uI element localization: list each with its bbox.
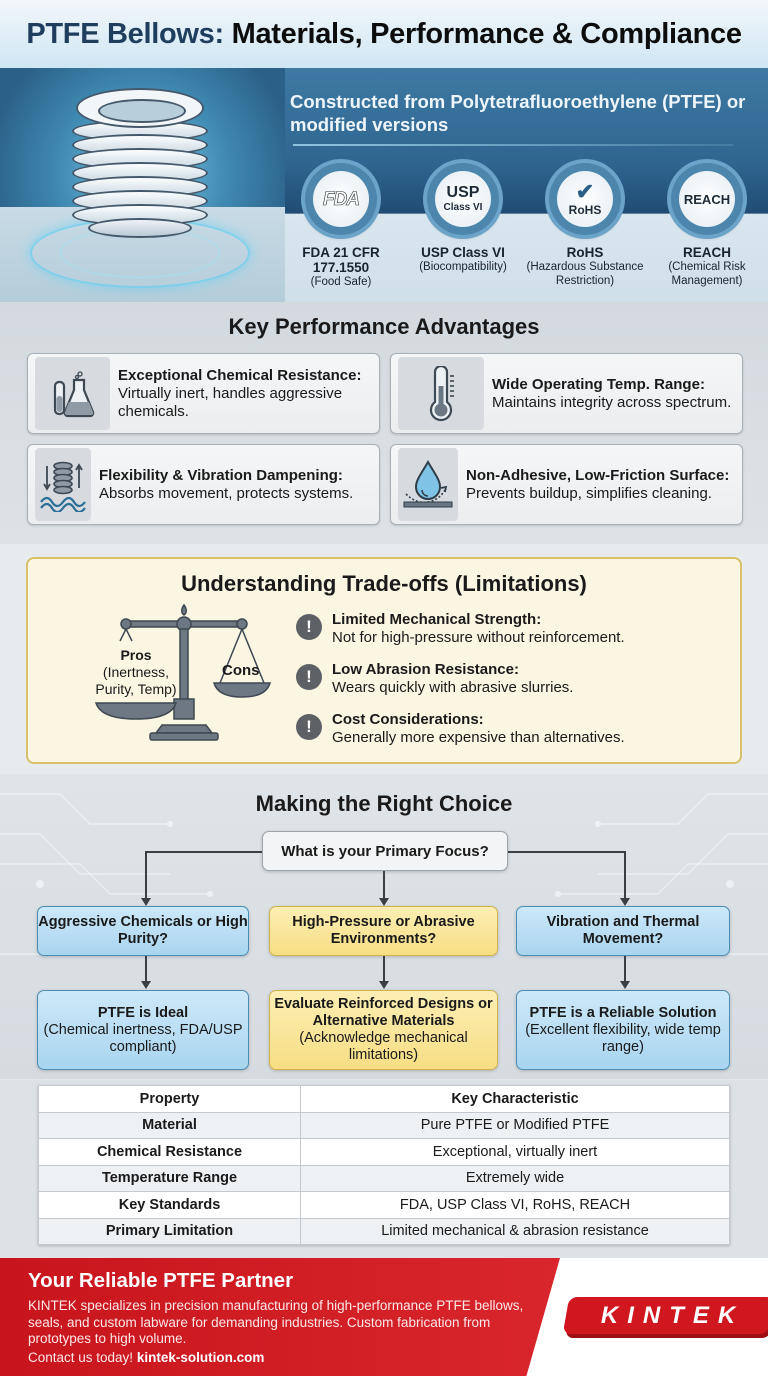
fda-logo-icon: FDA [305,163,377,235]
limitation-item: !Low Abrasion Resistance:Wears quickly w… [296,661,625,697]
page-header: PTFE Bellows: Materials, Performance & C… [0,0,768,68]
water-drop-icon [398,448,458,521]
tradeoffs-panel: Understanding Trade-offs (Limitations) [26,557,742,764]
hero-section: Constructed from Polytetrafluoroethylene… [0,68,768,302]
website-link[interactable]: kintek-solution.com [136,1350,265,1365]
tradeoffs-section: Understanding Trade-offs (Limitations) [0,544,768,774]
spring-vibration-icon [35,448,91,521]
rohs-check-icon: ✔RoHS [549,163,621,235]
reach-seal-icon: REACH [671,163,743,235]
choice-title: Making the Right Choice [255,791,513,816]
branch-pressure: High-Pressure or Abrasive Environments? [269,906,498,956]
limitation-item: !Cost Considerations:Generally more expe… [296,711,625,747]
advantage-card-temperature: Wide Operating Temp. Range:Maintains int… [390,353,743,434]
warning-icon: ! [296,614,322,640]
advantages-section: Key Performance Advantages Exceptional C… [0,302,768,544]
advantage-card-flexibility: Flexibility & Vibration Dampening: Absor… [27,444,380,525]
footer-title: Your Reliable PTFE Partner [28,1269,294,1292]
advantage-card-chemical: Exceptional Chemical Resistance:Virtuall… [27,353,380,434]
badge-rohs: ✔RoHS RoHS (Hazardous Substance Restrict… [524,163,646,289]
cons-label: Cons [222,662,260,679]
balance-scale-icon: Pros(Inertness, Purity, Temp) Cons [54,599,274,749]
advantages-title: Key Performance Advantages [228,314,540,339]
footer-red-panel [0,1258,560,1376]
result-ptfe-reliable: PTFE is a Reliable Solution(Excellent fl… [516,990,730,1070]
result-ptfe-ideal: PTFE is Ideal(Chemical inertness, FDA/US… [37,990,249,1070]
material-subtitle: Constructed from Polytetrafluoroethylene… [290,91,746,135]
footer-contact: Contact us today! kintek-solution.com [28,1350,265,1365]
warning-icon: ! [296,664,322,690]
tradeoffs-title: Understanding Trade-offs (Limitations) [181,571,587,596]
branch-chemicals: Aggressive Chemicals or High Purity? [37,906,249,956]
page-title: PTFE Bellows: Materials, Performance & C… [26,17,742,50]
kintek-logo[interactable]: KINTEK [562,1297,768,1334]
circuit-background [0,793,768,955]
thermometer-icon [398,357,484,430]
result-evaluate-alternatives: Evaluate Reinforced Designs or Alternati… [269,990,498,1070]
bellows-icon [70,88,210,238]
ptfe-bellows-illustration [0,68,285,302]
footer-description: KINTEK specializes in precision manufact… [28,1298,524,1346]
footer-banner: Your Reliable PTFE Partner KINTEK specia… [0,1258,768,1376]
limitation-item: !Limited Mechanical Strength:Not for hig… [296,611,625,647]
advantage-card-non-adhesive: Non-Adhesive, Low-Friction Surface: Prev… [390,444,743,525]
pros-label: Pros(Inertness, Purity, Temp) [95,647,177,697]
lab-flask-icon [35,357,111,430]
badge-fda: FDA FDA 21 CFR 177.1550 (Food Safe) [280,163,402,289]
primary-focus-question: What is your Primary Focus? [262,831,508,871]
decision-flow-section: Making the Right Choice What is your Pri… [0,774,768,1079]
limitations-list: !Limited Mechanical Strength:Not for hig… [296,611,625,761]
warning-icon: ! [296,714,322,740]
branch-vibration: Vibration and Thermal Movement? [516,906,730,956]
divider [293,144,733,146]
badge-reach: REACH REACH (Chemical Risk Management) [646,163,768,289]
